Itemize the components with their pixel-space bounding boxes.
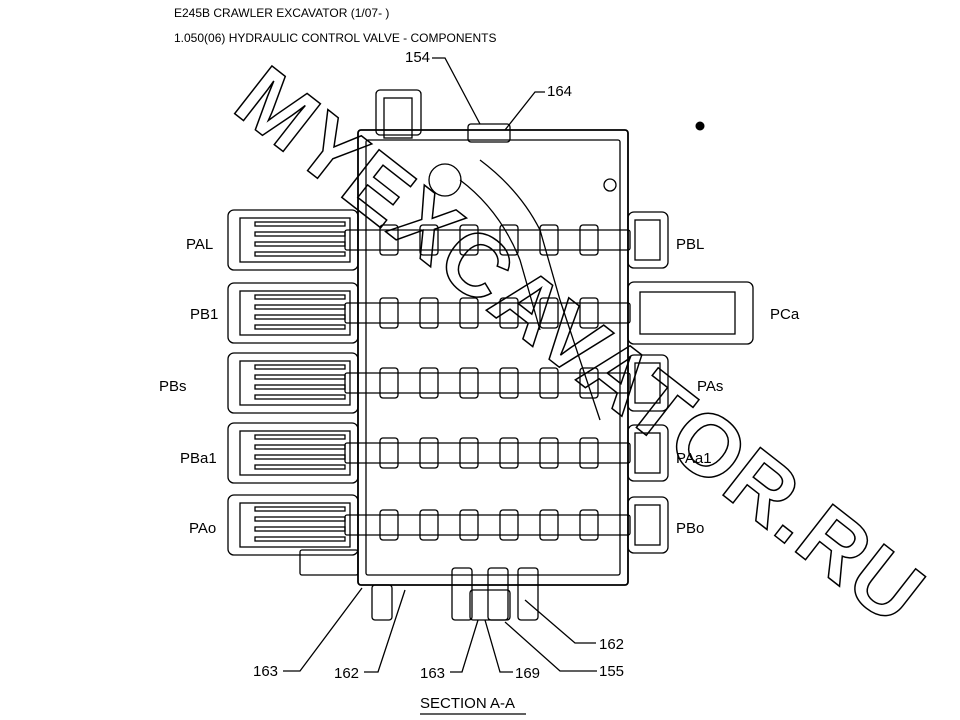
spring-coil	[254, 294, 346, 300]
svg-text:MYEXCAVATOR.RU: MYEXCAVATOR.RU	[218, 47, 943, 644]
watermark: MYEXCAVATOR.RU	[218, 46, 945, 644]
spool-land	[419, 437, 439, 469]
spool-land	[379, 509, 399, 541]
spring-coil	[254, 231, 346, 237]
spring-coil	[254, 434, 346, 440]
callout-163-left: 163	[253, 663, 278, 680]
right-cap-inner	[634, 219, 661, 261]
spool-land	[379, 437, 399, 469]
spool-land	[499, 437, 519, 469]
left-pilot-cap	[227, 352, 359, 414]
spool-land	[459, 297, 479, 329]
spring-coil	[254, 444, 346, 450]
spool-land	[419, 297, 439, 329]
port-label-pba1: PBa1	[180, 450, 217, 467]
spool	[344, 302, 631, 324]
spring-coil	[254, 251, 346, 257]
port-label-pal: PAL	[186, 236, 213, 253]
left-spring-housing	[239, 360, 351, 406]
spool-land	[459, 437, 479, 469]
spring-coil	[254, 374, 346, 380]
section-label: SECTION A-A	[420, 695, 515, 712]
left-pilot-cap	[227, 282, 359, 344]
spool-land	[419, 367, 439, 399]
spool-land	[579, 224, 599, 256]
right-cap-inner	[634, 432, 661, 474]
left-pilot-cap	[227, 422, 359, 484]
spool-rows	[227, 209, 669, 556]
spool-land	[459, 509, 479, 541]
spring-coil	[254, 221, 346, 227]
spring-coil	[254, 324, 346, 330]
spring-coil	[254, 364, 346, 370]
callout-164: 164	[547, 83, 572, 100]
callout-162-right: 162	[599, 636, 624, 653]
spring-coil	[254, 454, 346, 460]
right-pilot-cap	[627, 211, 669, 269]
callout-155: 155	[599, 663, 624, 680]
valve-body-drawing	[227, 57, 754, 715]
spool-land	[459, 367, 479, 399]
port-label-pbo: PBo	[676, 520, 704, 537]
spring-coil	[254, 394, 346, 400]
callout-162-left: 162	[334, 665, 359, 682]
diagram-model-title: E245B CRAWLER EXCAVATOR (1/07- )	[174, 6, 390, 20]
spool-land	[419, 509, 439, 541]
spool-land	[379, 367, 399, 399]
spring-coil	[254, 506, 346, 512]
spool-land	[579, 509, 599, 541]
spring-coil	[254, 516, 346, 522]
spool-land	[539, 509, 559, 541]
spring-coil	[254, 241, 346, 247]
spool-land	[499, 367, 519, 399]
right-pilot-cap	[627, 496, 669, 554]
left-spring-housing	[239, 430, 351, 476]
spool	[344, 229, 631, 251]
spring-coil	[254, 536, 346, 542]
right-cap-inner	[634, 362, 661, 404]
spring-coil	[254, 384, 346, 390]
port-label-pca: PCa	[770, 306, 800, 323]
left-spring-housing	[239, 502, 351, 548]
port-label-paa1: PAa1	[676, 450, 712, 467]
spool-land	[539, 367, 559, 399]
spool-land	[539, 224, 559, 256]
spool-land	[419, 224, 439, 256]
spring-coil	[254, 464, 346, 470]
spool-land	[379, 224, 399, 256]
reference-dot	[695, 121, 705, 131]
callout-169: 169	[515, 665, 540, 682]
port-label-pao: PAo	[189, 520, 216, 537]
spool	[344, 514, 631, 536]
spool	[344, 442, 631, 464]
spool-land	[539, 297, 559, 329]
right-pilot-cap	[627, 354, 669, 412]
left-spring-housing	[239, 290, 351, 336]
callout-154: 154	[405, 49, 430, 66]
spool-land	[579, 297, 599, 329]
spool-land	[499, 224, 519, 256]
spool-land	[579, 437, 599, 469]
left-pilot-cap	[227, 494, 359, 556]
diagram-section-title: 1.050(06) HYDRAULIC CONTROL VALVE - COMP…	[174, 31, 497, 45]
spring-coil	[254, 304, 346, 310]
spool-land	[499, 297, 519, 329]
spool-land	[459, 224, 479, 256]
left-pilot-cap	[227, 209, 359, 271]
spring-coil	[254, 314, 346, 320]
spool	[344, 372, 631, 394]
spool-land	[539, 437, 559, 469]
callout-163-center: 163	[420, 665, 445, 682]
spool-land	[499, 509, 519, 541]
port-label-pbs: PBs	[159, 378, 187, 395]
left-spring-housing	[239, 217, 351, 263]
port-label-pbl: PBL	[676, 236, 704, 253]
spool-land	[579, 367, 599, 399]
right-cap-inner	[634, 504, 661, 546]
spring-coil	[254, 526, 346, 532]
port-label-pb1: PB1	[190, 306, 218, 323]
spool-land	[379, 297, 399, 329]
right-pilot-cap	[627, 424, 669, 482]
port-label-pas: PAs	[697, 378, 723, 395]
